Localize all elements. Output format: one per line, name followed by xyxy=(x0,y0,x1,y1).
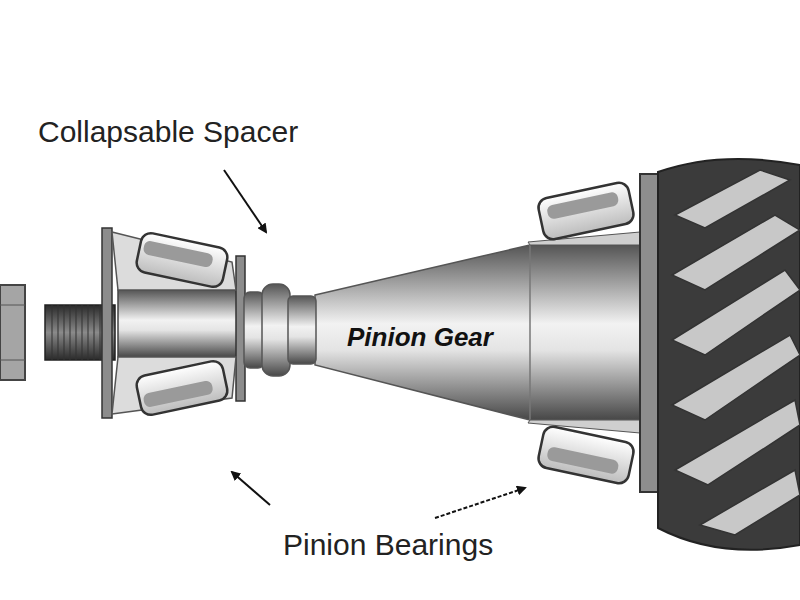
bearing-arrow xyxy=(232,472,270,505)
leader-arrows xyxy=(224,170,525,518)
left-pinion-bearing xyxy=(102,228,245,418)
bearing-arrow xyxy=(435,488,525,518)
spacer-arrow xyxy=(224,170,266,232)
pinion-shaft xyxy=(315,245,640,420)
part-label: Collapsable Spacer xyxy=(38,115,298,149)
part-label: Pinion Bearings xyxy=(283,528,493,562)
nut-stub xyxy=(0,285,25,380)
part-label: Pinion Gear xyxy=(347,322,493,353)
collapsible-spacer xyxy=(244,284,316,376)
right-pinion-bearing xyxy=(528,174,658,492)
ring-gear-teeth xyxy=(658,159,800,550)
